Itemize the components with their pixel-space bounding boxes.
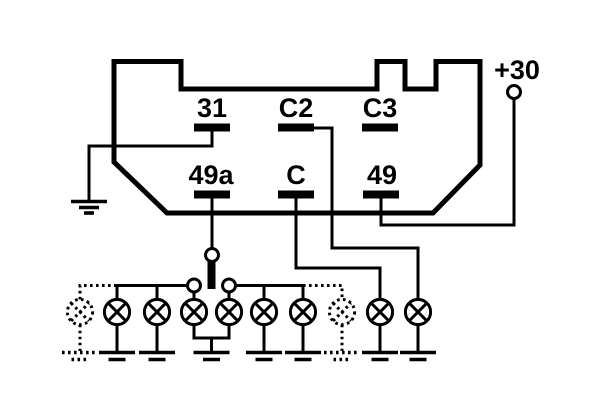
terminal-bar-C2 (278, 123, 314, 132)
wire-terminalC2-to-lamp (314, 126, 420, 300)
lamp-icon-dotted (327, 297, 357, 327)
relay-housing-outline (111, 59, 483, 216)
lamp-icon (142, 297, 172, 327)
lamp-icon (403, 297, 433, 327)
plus30-terminal-circle (506, 84, 522, 100)
main-ground-icon (71, 199, 107, 215)
wire-right-bus (235, 284, 305, 300)
terminal-bar-C3 (362, 123, 398, 132)
switch-contact-left (186, 277, 202, 294)
terminal-label-C2: C2 (279, 93, 314, 123)
wire-left-bus-dotted (78, 284, 117, 300)
ground-icon-dotted (60, 350, 100, 362)
ground-icon (97, 350, 137, 362)
wire-lamp-pair-shared-ground (192, 324, 231, 351)
ground-icon (244, 350, 284, 362)
terminal-label-49: 49 (367, 160, 397, 190)
wire-contact-stems (192, 292, 231, 300)
lamp-icon (249, 297, 279, 327)
lamp-icon (365, 297, 395, 327)
switch-pivot (204, 247, 220, 263)
ground-row (60, 350, 438, 362)
lamp-icon (102, 297, 132, 327)
ground-icon (398, 350, 438, 362)
terminal-bar-31 (194, 123, 230, 132)
wire-terminal49-to-plus30 (379, 99, 516, 227)
ground-icon-dotted (322, 350, 362, 362)
wire-right-bus-dotted (303, 284, 344, 300)
wire-terminal31-to-ground (87, 131, 214, 200)
lamp-icon (214, 297, 244, 327)
ground-icon (360, 350, 400, 362)
wire-dotted-lamp-ground-stems (78, 324, 344, 351)
ground-icon (283, 350, 323, 362)
wire-lamp-ground-stems (115, 324, 420, 351)
terminal-label-C: C (286, 160, 306, 190)
terminal-bar-49a (194, 190, 230, 199)
plus30-label: +30 (494, 55, 540, 85)
wire-terminalC-to-lamp (294, 198, 382, 300)
ground-icon (137, 350, 177, 362)
terminal-bar-C (278, 190, 314, 199)
switch-contact-right (221, 277, 237, 294)
lamp-icon (288, 297, 318, 327)
terminal-label-C3: C3 (363, 93, 398, 123)
ground-icon (191, 350, 232, 362)
lamp-icon-dotted (65, 297, 95, 327)
terminal-bar-49 (363, 190, 399, 199)
terminal-label-31: 31 (197, 93, 227, 123)
wire-left-bus (115, 284, 188, 300)
lamp-row (65, 297, 433, 327)
lamp-icon (179, 297, 209, 327)
terminal-label-49a: 49a (188, 160, 234, 190)
